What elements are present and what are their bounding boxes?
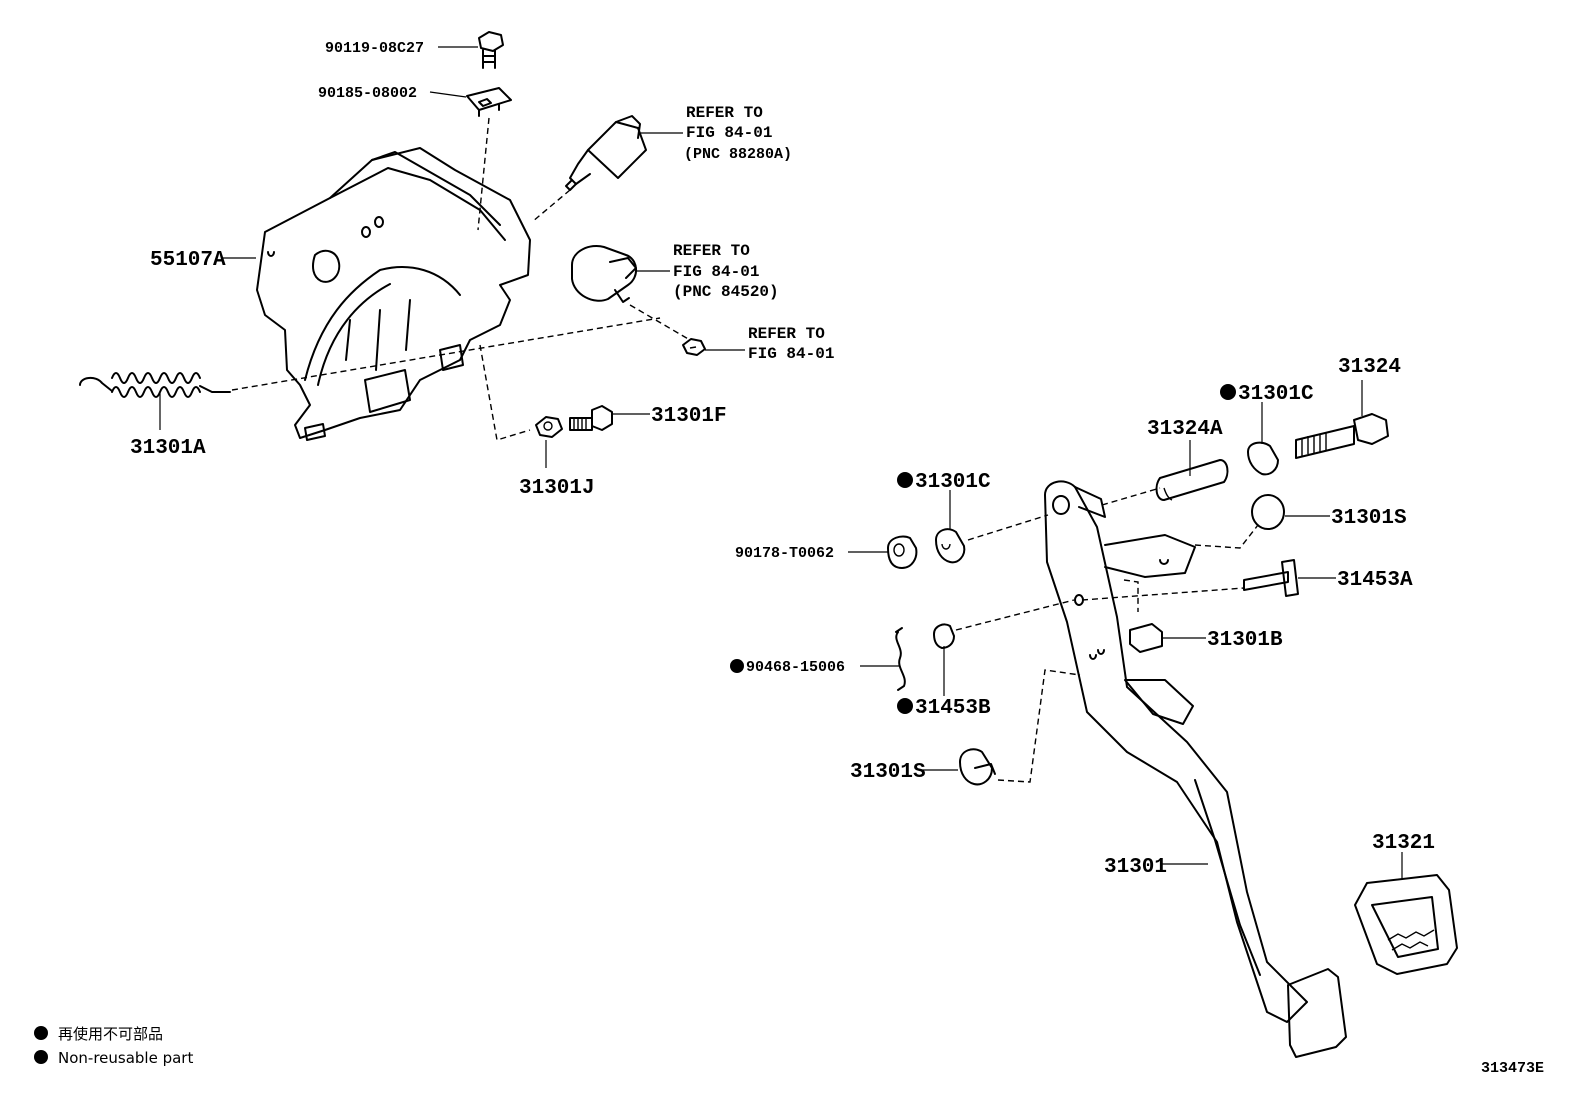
label-ref-sensor-line1: REFER TO — [673, 242, 750, 260]
pedal-arm-31301-drawing — [1044, 480, 1308, 1023]
dash-stopper-bottom — [997, 669, 1081, 783]
label-31301j: 31301J — [519, 477, 595, 500]
bushing-31453b-drawing — [933, 623, 955, 649]
label-31301a: 31301A — [130, 437, 206, 460]
label-31301: 31301 — [1104, 856, 1167, 879]
label-90185-08002: 90185-08002 — [318, 85, 417, 102]
dash-spring-to-sensor — [231, 317, 661, 391]
dash-bracket-to-nut — [479, 344, 531, 441]
label-31301s-top: 31301S — [1331, 507, 1407, 530]
pedal-sensor-drawing — [571, 245, 637, 303]
label-ref-sensor-line3: (PNC 84520) — [673, 283, 779, 301]
label-ref-switch-line3: (PNC 88280A) — [684, 146, 792, 163]
label-90178-t0062: 90178-T0062 — [735, 545, 834, 562]
pedal-pad-drawing — [1287, 968, 1347, 1058]
stopper-31301s-bottom-drawing — [959, 748, 996, 786]
collar-31301c-mid-drawing — [935, 528, 966, 564]
legend-marker-en — [34, 1050, 48, 1064]
return-spring-31301a-drawing — [79, 372, 231, 398]
bushing-90178-drawing — [887, 535, 918, 569]
bolt-90119-drawing — [478, 31, 504, 69]
label-ref-sensor-line2: FIG 84-01 — [673, 263, 759, 281]
legend-marker-jp — [34, 1026, 48, 1040]
non-reusable-marker-31453b — [897, 698, 913, 714]
pedal-pad-cover-31321-drawing — [1354, 874, 1458, 975]
bracket-55107a-drawing — [256, 147, 531, 441]
bolt-31301f-drawing — [569, 405, 613, 431]
label-90468-15006: 90468-15006 — [746, 659, 845, 676]
label-31301c-top: 31301C — [1238, 383, 1314, 406]
dash-switch-to-bracket — [531, 189, 571, 223]
pin-31453a-drawing — [1243, 559, 1299, 597]
stopper-31301s-top-drawing — [1251, 494, 1285, 530]
legend-text-en: Non-reusable part — [58, 1049, 193, 1067]
nut-31301j-drawing — [535, 416, 563, 438]
legend: 再使用不可部品 Non-reusable part — [34, 1025, 193, 1067]
non-reusable-marker-90468 — [730, 659, 744, 673]
nut-ref-drawing — [682, 338, 706, 356]
label-31321: 31321 — [1372, 832, 1435, 855]
figure-code: 313473E — [1481, 1060, 1544, 1077]
clip-nut-90185-drawing — [466, 87, 512, 117]
label-31453a: 31453A — [1337, 569, 1413, 592]
label-ref-switch-line1: REFER TO — [686, 104, 763, 122]
sleeve-31324a-drawing — [1155, 459, 1229, 501]
non-reusable-marker-31301c-top — [1220, 384, 1236, 400]
stop-lamp-switch-drawing — [565, 115, 647, 191]
label-31324: 31324 — [1338, 356, 1401, 379]
label-ref-nut-line2: FIG 84-01 — [748, 345, 834, 363]
dash-arm-to-sleeve — [1101, 487, 1161, 506]
dash-bushing-to-arm — [955, 599, 1075, 631]
dash-collar-to-pivot — [967, 514, 1049, 541]
bolt-31324-drawing — [1295, 413, 1389, 459]
dash-pin-to-arm — [1081, 587, 1245, 601]
label-31301f: 31301F — [651, 405, 727, 428]
label-31324a: 31324A — [1147, 418, 1223, 441]
dash-stopper-top — [1194, 524, 1259, 549]
label-31453b: 31453B — [915, 697, 991, 720]
dash-sensor-to-nut — [629, 304, 691, 341]
label-ref-switch-line2: FIG 84-01 — [686, 124, 772, 142]
label-ref-nut-line1: REFER TO — [748, 325, 825, 343]
leader-lines — [159, 46, 1403, 880]
label-31301b: 31301B — [1207, 629, 1283, 652]
collar-31301c-top-drawing — [1247, 441, 1279, 476]
cushion-31301b-drawing — [1129, 623, 1163, 653]
label-31301s-bottom: 31301S — [850, 761, 926, 784]
label-31301c-mid: 31301C — [915, 471, 991, 494]
dash-arm-bracket — [1123, 579, 1139, 612]
label-90119-08c27: 90119-08C27 — [325, 40, 424, 57]
legend-text-jp: 再使用不可部品 — [58, 1025, 163, 1043]
non-reusable-marker-31301c-mid — [897, 472, 913, 488]
clip-90468-drawing — [895, 627, 906, 691]
label-55107a: 55107A — [150, 249, 226, 272]
